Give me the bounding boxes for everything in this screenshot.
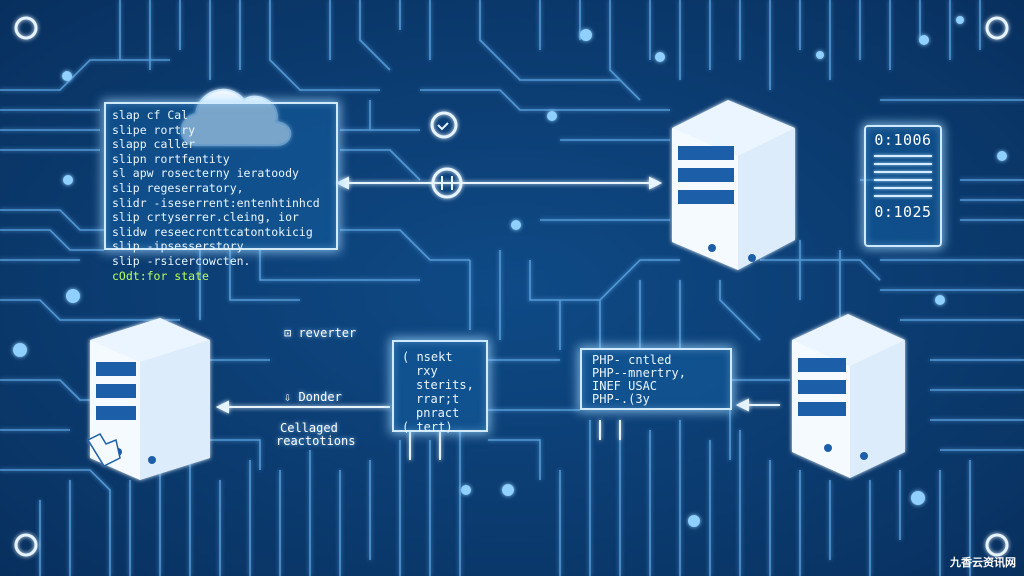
circuit-nodes: [13, 16, 1007, 527]
server-right-icon: [792, 314, 905, 478]
watermark: 九香云资讯网: [950, 556, 1016, 569]
php-panel-line: PHP--mnertry,: [592, 366, 686, 380]
middle-panel-line: rrar;t: [416, 392, 460, 406]
status-bottom-value: 0:1025: [874, 203, 932, 221]
middle-panel-line: sterits,: [416, 378, 474, 392]
middle-panel-line: rxy: [416, 364, 438, 378]
callaged-line2: reactotions: [276, 434, 356, 448]
code-line-highlight: cOdt:for state: [112, 268, 209, 283]
code-line: slip crtyserrer.cleing, ior: [112, 210, 299, 225]
code-line: slip -ipsesserstory: [112, 239, 244, 254]
reverter-label: ⊡ reverter: [284, 326, 357, 340]
server-left-icon: [86, 318, 210, 480]
code-line: slidr -iseserrent:entenhtinhcd: [112, 195, 320, 210]
reverter-text: reverter: [298, 326, 357, 340]
callaged-line1: Cellaged: [280, 421, 338, 435]
code-line: slap cf Cal: [112, 108, 189, 122]
callaged-label: Cellaged reactotions: [276, 422, 355, 448]
louder-label: ⇩ Donder: [284, 390, 342, 404]
status-panel: 0:1006 0:1025: [864, 125, 942, 247]
middle-panel-line: ( tert): [402, 420, 453, 434]
code-line: slapp caller: [112, 137, 196, 152]
arrows: [215, 176, 780, 460]
status-top-value: 0:1006: [874, 131, 932, 149]
middle-panel-line: ( nsekt: [402, 350, 453, 364]
php-panel-line: INEF USAC: [592, 379, 658, 393]
code-panel: slap cf Cal slipe rortry slapp caller sl…: [104, 102, 338, 283]
php-panel-line: PHP- cntled: [592, 353, 672, 367]
code-line: slipe rortry: [112, 122, 196, 137]
code-line: slipn rortfentity: [112, 151, 230, 166]
code-line: slip -rsicercowcten.: [112, 253, 251, 268]
php-panel: PHP- cntled PHP--mnertry, INEF USAC PHP-…: [580, 348, 732, 410]
php-panel-line: PHP-.(3y: [592, 392, 650, 406]
status-lines: [874, 155, 932, 197]
server-top-icon: [672, 100, 795, 270]
middle-panel: ( nsekt rxy sterits, rrar;t pnract ( ter…: [392, 340, 488, 434]
code-line: sl apw rosecterny ieratoody: [112, 166, 299, 181]
louder-text: Donder: [298, 390, 342, 404]
code-line: slip regeserratory,: [112, 180, 244, 195]
middle-panel-line: pnract: [416, 406, 460, 420]
code-line: slidw reseecrcnttcatontokicig: [112, 224, 313, 239]
